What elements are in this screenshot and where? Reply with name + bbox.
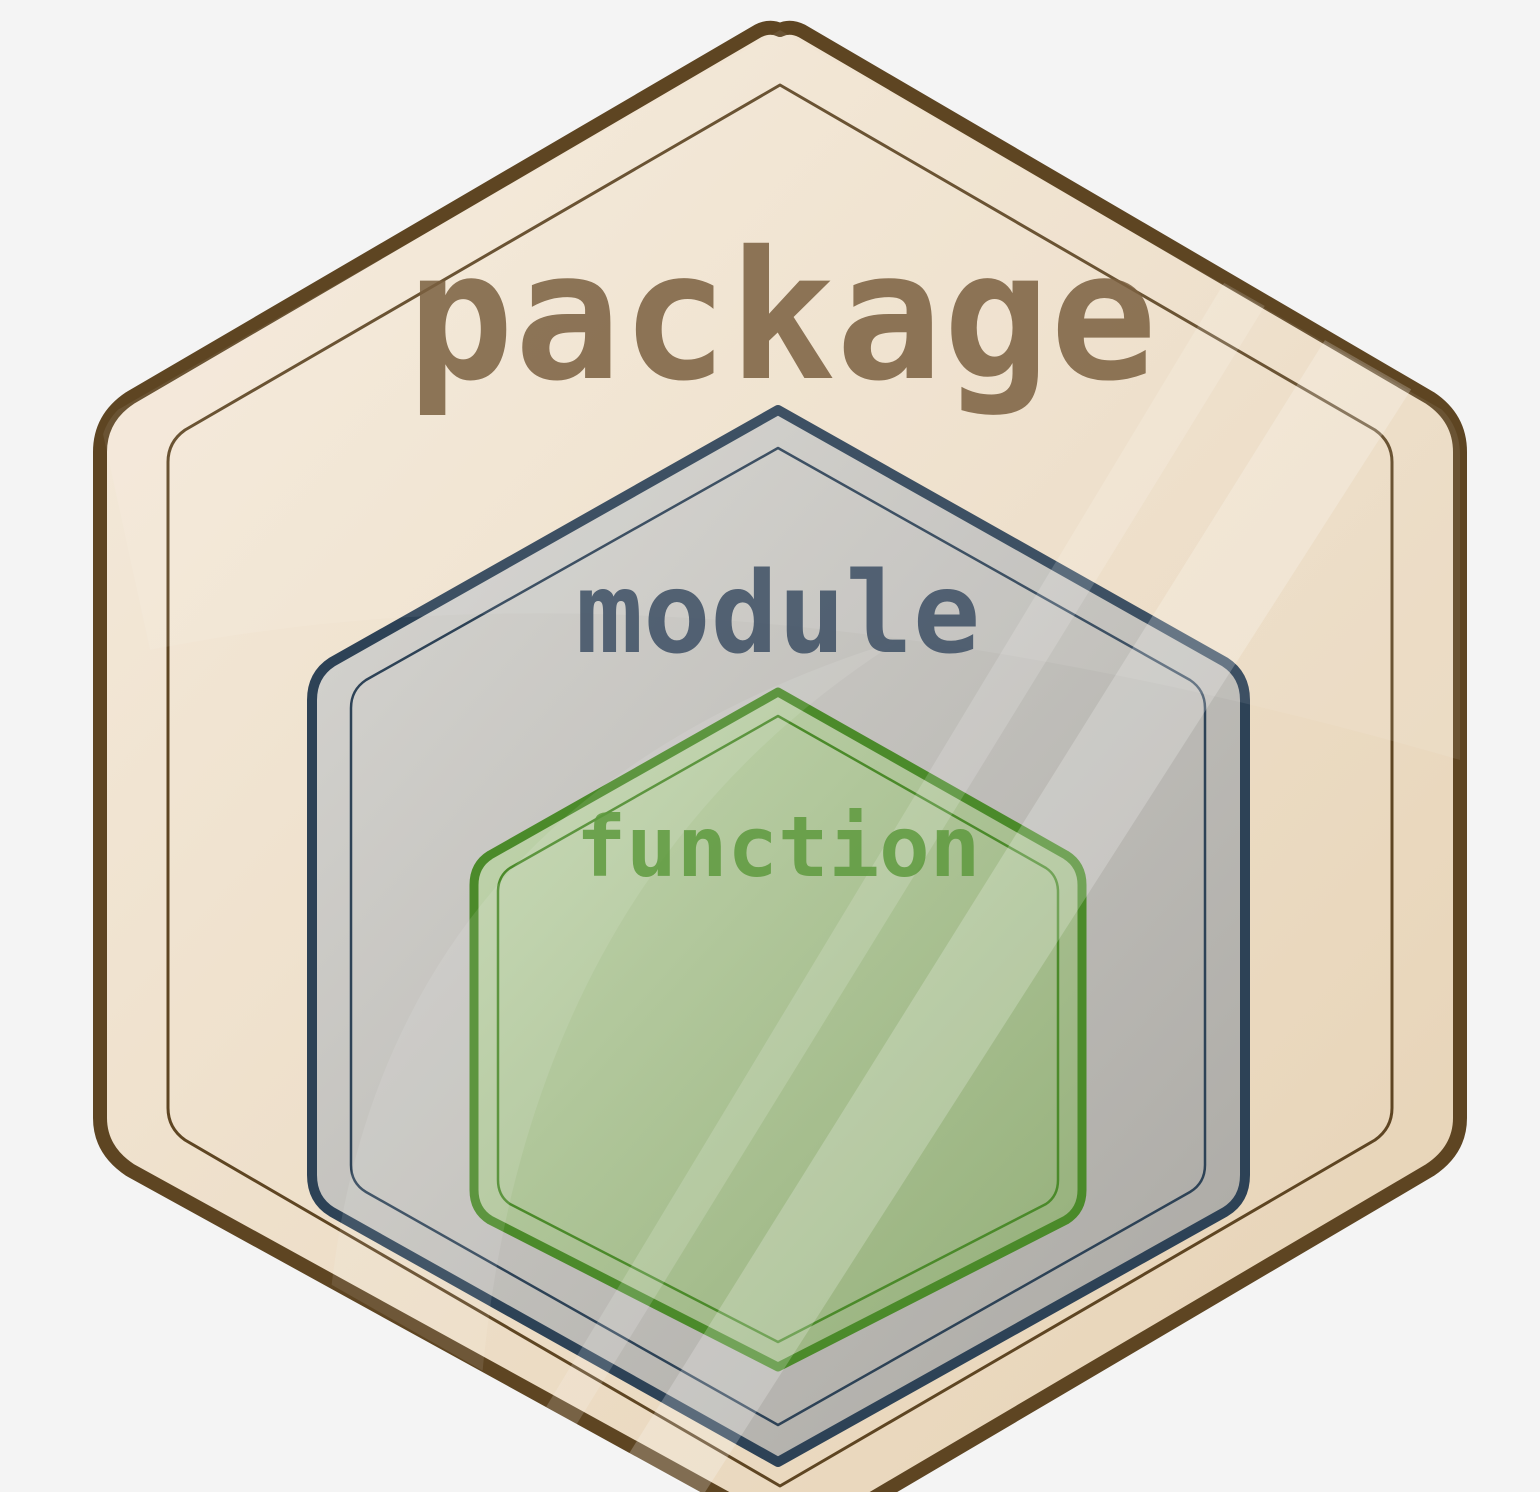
- function-label: function: [576, 798, 981, 896]
- package-label: package: [407, 213, 1157, 420]
- gloss-highlights: [100, 30, 1460, 1492]
- gloss-stripe-narrow: [490, 240, 1290, 1492]
- gloss-stripe-wide: [600, 300, 1430, 1492]
- module-hexagon-inner-border: [349, 446, 1207, 1427]
- gloss-curve-sheen: [330, 640, 900, 1400]
- module-label: module: [576, 549, 981, 679]
- function-hexagon-outer: [469, 687, 1087, 1372]
- function-hexagon: [469, 687, 1087, 1372]
- gloss-top-sheen: [100, 30, 1460, 760]
- package-hexagon-inner-border: [166, 83, 1394, 1488]
- function-hexagon-inner-border: [496, 714, 1060, 1344]
